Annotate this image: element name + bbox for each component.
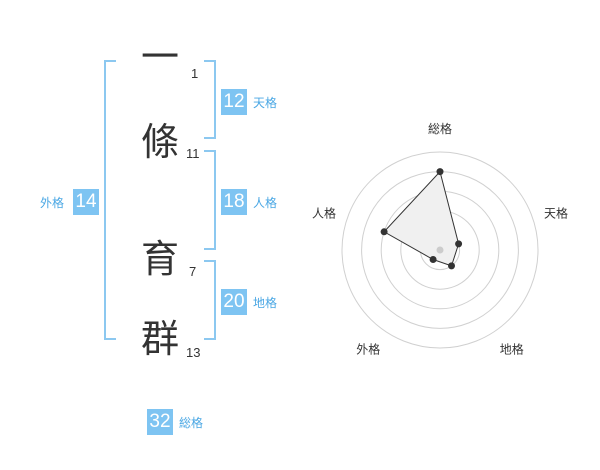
jinkaku-label: 人格 — [253, 196, 278, 210]
radar-axis-label-2: 天格 — [544, 205, 568, 220]
radar-axis-label-5: 人格 — [312, 205, 336, 220]
name-char-1: 一 — [141, 35, 180, 79]
radar-axis-label-4: 外格 — [356, 342, 380, 357]
radar-axis-label-1: 総格 — [428, 121, 452, 136]
jinkaku-bracket — [204, 150, 216, 250]
stroke-count-1: 1 — [191, 66, 199, 81]
radar-point-1 — [436, 168, 444, 176]
radar-point-3 — [448, 262, 455, 270]
tenkaku-badge: 12 — [221, 89, 247, 115]
chikaku-badge: 20 — [221, 289, 247, 315]
name-char-4: 群 — [141, 317, 180, 361]
radar-point-2 — [455, 240, 463, 248]
soukaku-badge: 32 — [147, 409, 173, 435]
jinkaku-badge: 18 — [221, 189, 247, 215]
soukaku-label: 総格 — [179, 416, 204, 430]
chikaku-bracket — [204, 260, 216, 340]
stroke-count-3: 7 — [189, 264, 197, 279]
tenkaku-bracket — [204, 60, 216, 139]
name-char-2: 條 — [141, 120, 180, 164]
radar-point-4 — [429, 256, 437, 263]
gaikaku-bracket — [104, 60, 116, 340]
name-char-3: 育 — [141, 237, 180, 281]
radar-grid-ring-5 — [341, 151, 539, 349]
tenkaku-label: 天格 — [253, 96, 278, 110]
gaikaku-label: 外格 — [40, 196, 65, 210]
stroke-count-4: 13 — [186, 345, 201, 360]
stroke-count-2: 11 — [186, 146, 200, 161]
radar-center-dot — [436, 246, 444, 254]
radar-axis-label-3: 地格 — [500, 342, 524, 357]
chikaku-label: 地格 — [253, 296, 278, 310]
gaikaku-badge: 14 — [73, 189, 99, 215]
radar-series-polygon — [383, 170, 460, 267]
radar-point-5 — [380, 228, 388, 236]
